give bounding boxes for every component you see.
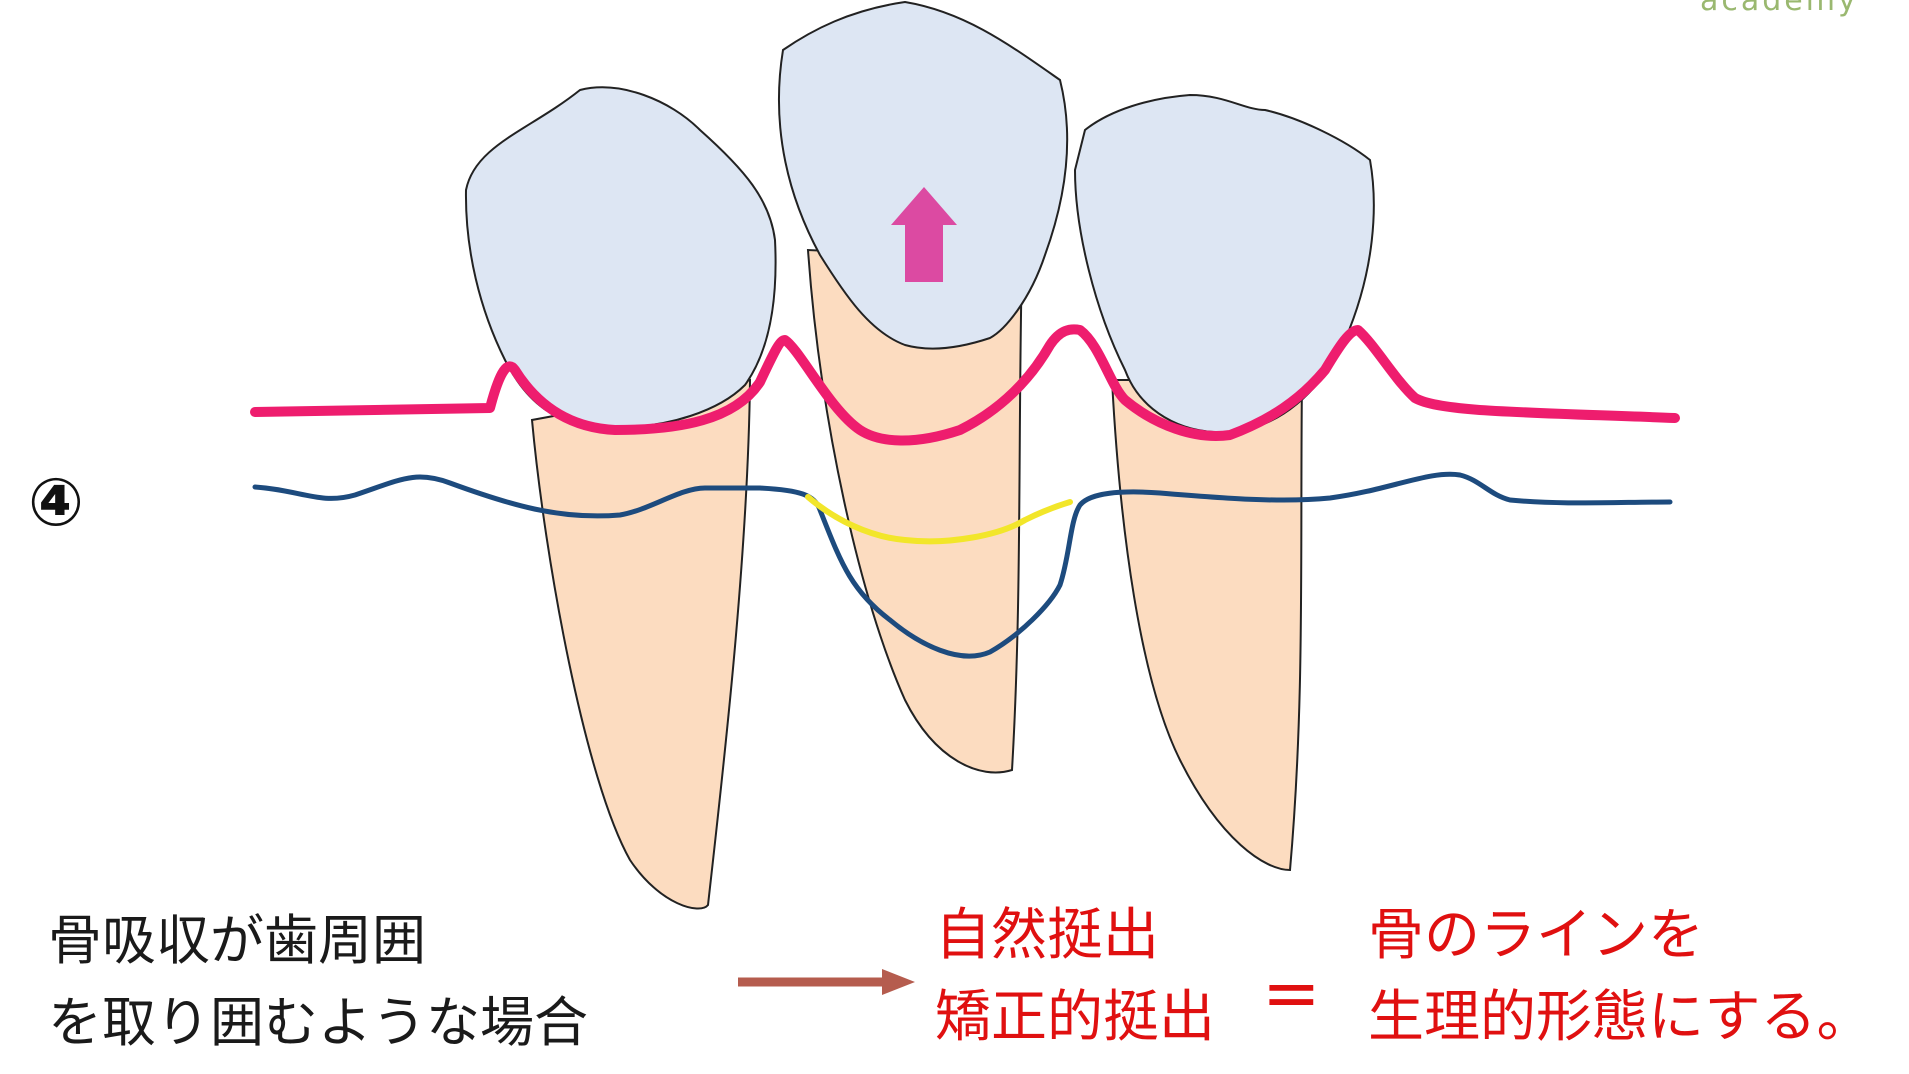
restored-bone-line	[805, 494, 1073, 545]
step-number: ④	[28, 464, 84, 541]
equals-sign: =	[1262, 952, 1321, 1034]
right-tooth-root	[1110, 379, 1304, 872]
middle-tooth-root	[806, 248, 1024, 774]
left-tooth-crown	[464, 86, 777, 430]
middle-tooth-crown	[777, 0, 1069, 350]
result-text-line-2: 生理的形態にする。	[1368, 985, 1873, 1050]
method-orthodontic-extrusion: 矯正的挺出	[935, 985, 1215, 1050]
condition-text-line-1: 骨吸収が歯周囲	[48, 909, 426, 972]
result-text-line-1: 骨のラインを	[1368, 903, 1704, 968]
right-arrow-icon	[738, 969, 915, 995]
condition-text-line-2: を取り囲むような場合	[48, 991, 588, 1054]
gingival-line	[250, 324, 1680, 446]
left-tooth-root	[530, 378, 752, 910]
up-arrow-icon	[891, 187, 957, 282]
method-natural-extrusion: 自然挺出	[935, 903, 1159, 968]
bone-crest-line	[252, 471, 1673, 659]
logo-text: academy	[1700, 0, 1859, 18]
right-tooth-crown	[1073, 93, 1375, 434]
